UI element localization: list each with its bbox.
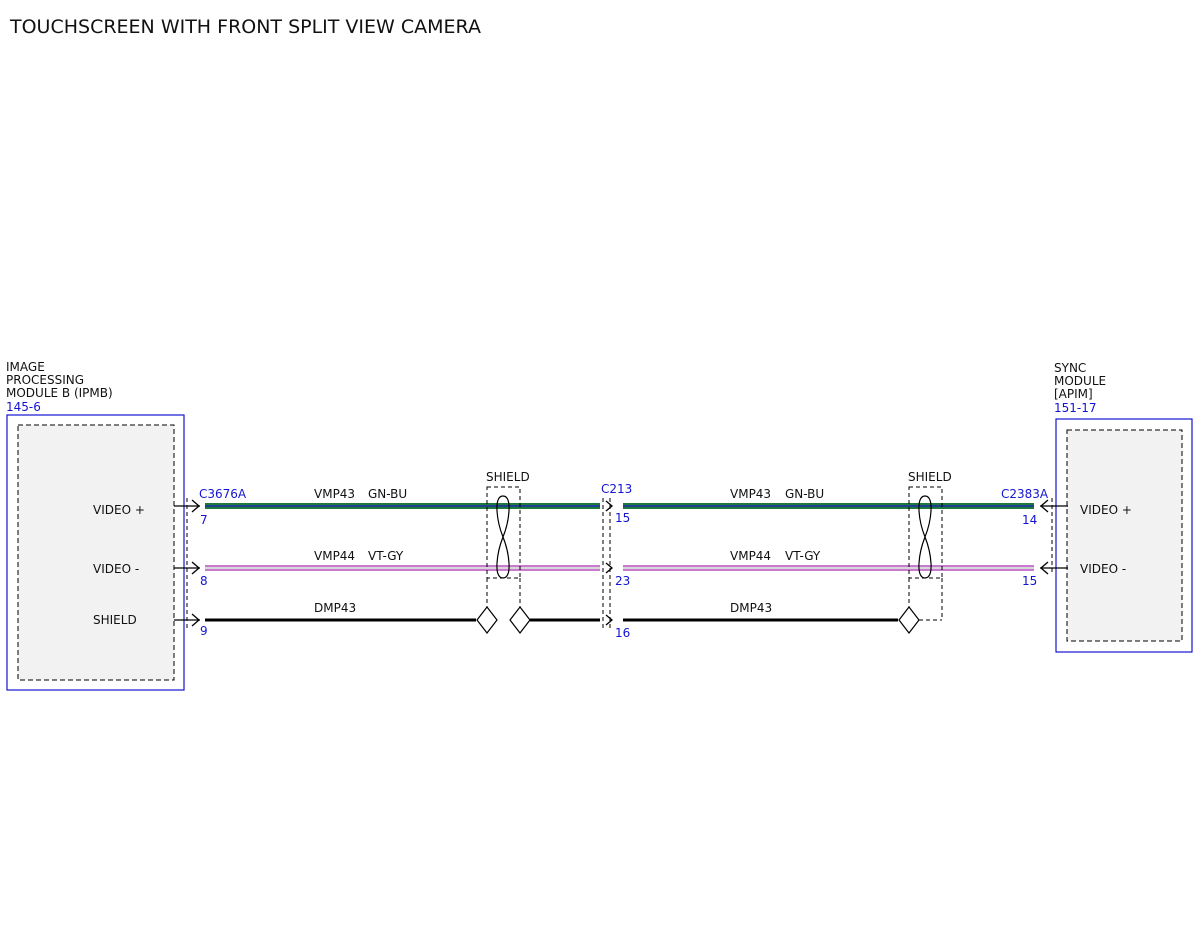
shield-left-splice-icon-b xyxy=(509,606,531,634)
shield-right-twist-icon xyxy=(918,495,932,579)
circuit-vmp44-left-color: VT-GY xyxy=(368,549,404,563)
right-module: SYNC MODULE [APIM] 151-17 VIDEO + VIDEO … xyxy=(1054,361,1193,653)
shield-right-box xyxy=(908,486,943,579)
circuit-dmp43-right-id: DMP43 xyxy=(730,601,772,615)
connector-c2383a-label: C2383A xyxy=(1001,487,1049,501)
left-module-name-line-2: PROCESSING xyxy=(6,373,84,387)
right-module-name-line-2: MODULE xyxy=(1054,374,1106,388)
left-pin-label-video-plus: VIDEO + xyxy=(93,503,145,517)
left-pin-arrow-7 xyxy=(191,499,200,513)
left-module-name-line-1: IMAGE xyxy=(6,360,45,374)
connector-c3676a-pin-8: 8 xyxy=(200,574,208,588)
shield-right: SHIELD xyxy=(898,470,952,634)
right-module-reference: 151-17 xyxy=(1054,401,1097,415)
connector-c2383a-pin-15: 15 xyxy=(1022,574,1037,588)
left-module-reference: 145-6 xyxy=(6,400,41,414)
connector-labels: C3676A 7 8 9 C213 15 23 16 C2383A 14 15 xyxy=(199,482,1049,640)
shield-left-label: SHIELD xyxy=(486,470,530,484)
connector-c2383a-pin-14: 14 xyxy=(1022,513,1037,527)
connector-outlines xyxy=(186,498,1053,630)
circuit-vmp44-right-id: VMP44 xyxy=(730,549,771,563)
left-module: IMAGE PROCESSING MODULE B (IPMB) 145-6 V… xyxy=(6,360,185,691)
circuit-dmp43-left-id: DMP43 xyxy=(314,601,356,615)
connector-c3676a-label: C3676A xyxy=(199,487,247,501)
shield-left-twist-icon xyxy=(496,495,510,579)
circuit-vmp44-right-color: VT-GY xyxy=(785,549,821,563)
right-pin-arrow-14 xyxy=(1040,499,1049,513)
connector-c213-pin-23: 23 xyxy=(615,574,630,588)
circuit-vmp44-left-id: VMP44 xyxy=(314,549,355,563)
left-module-name-line-3: MODULE B (IPMB) xyxy=(6,386,113,400)
left-pin-label-video-minus: VIDEO - xyxy=(93,562,139,576)
connector-c213-pin-15: 15 xyxy=(615,511,630,525)
shield-left: SHIELD xyxy=(476,470,531,634)
middle-pin-arrow-23 xyxy=(605,562,614,574)
left-pin-label-shield: SHIELD xyxy=(93,613,137,627)
right-pin-arrow-15 xyxy=(1040,561,1049,575)
circuit-labels: VMP43 GN-BU VMP44 VT-GY DMP43 VMP43 GN-B… xyxy=(314,487,824,615)
diagram-title: TOUCHSCREEN WITH FRONT SPLIT VIEW CAMERA xyxy=(9,16,481,38)
connector-c213-label: C213 xyxy=(601,482,632,496)
middle-pin-arrow-15 xyxy=(605,500,614,512)
middle-pin-arrow-16 xyxy=(605,614,614,626)
connector-c3676a-pin-7: 7 xyxy=(200,513,208,527)
circuit-vmp43-left-color: GN-BU xyxy=(368,487,407,501)
shield-left-box xyxy=(486,486,521,579)
connector-c213-pin-16: 16 xyxy=(615,626,630,640)
left-pin-arrow-9 xyxy=(191,613,200,627)
left-module-inner-box xyxy=(17,424,175,681)
right-module-inner-box xyxy=(1066,429,1183,642)
shield-right-splice-icon xyxy=(898,606,920,634)
circuit-vmp43-left-id: VMP43 xyxy=(314,487,355,501)
right-module-name-line-3: [APIM] xyxy=(1054,387,1093,401)
circuit-vmp43-right-id: VMP43 xyxy=(730,487,771,501)
right-pin-label-video-plus: VIDEO + xyxy=(1080,503,1132,517)
circuit-vmp43-right-color: GN-BU xyxy=(785,487,824,501)
right-pin-label-video-minus: VIDEO - xyxy=(1080,562,1126,576)
left-pin-arrow-8 xyxy=(191,561,200,575)
shield-right-label: SHIELD xyxy=(908,470,952,484)
shield-left-splice-icon-a xyxy=(476,606,498,634)
connector-c3676a-pin-9: 9 xyxy=(200,624,208,638)
wires xyxy=(205,503,1034,622)
right-module-name-line-1: SYNC xyxy=(1054,361,1086,375)
pin-terminals xyxy=(174,499,1068,627)
